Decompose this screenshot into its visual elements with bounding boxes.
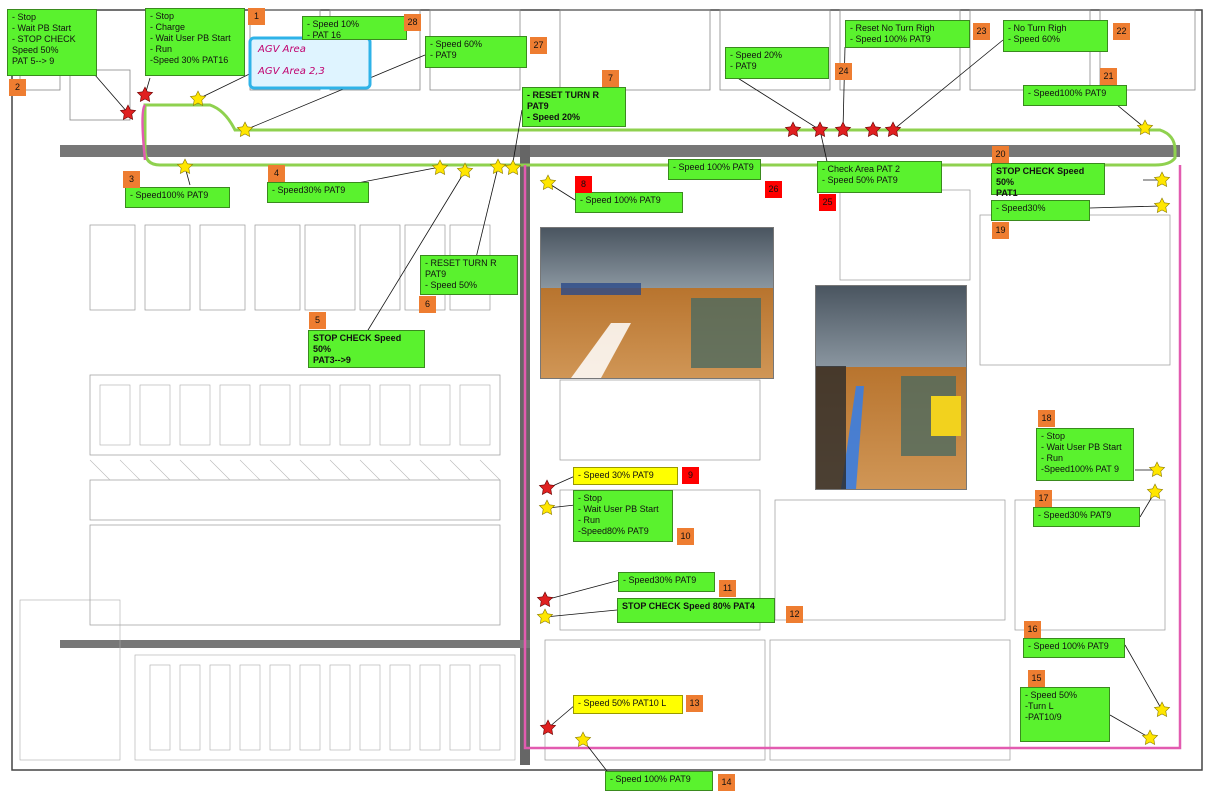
badge-11: 11 <box>719 580 736 597</box>
green-route <box>143 103 1177 167</box>
badge-19: 19 <box>992 222 1009 239</box>
badge-12: 12 <box>786 606 803 623</box>
badge-28: 28 <box>404 14 421 31</box>
label-12: STOP CHECK Speed 80% PAT4 <box>617 598 775 623</box>
label-25: - Check Area PAT 2 - Speed 50% PAT9 <box>817 161 942 193</box>
badge-10: 10 <box>677 528 694 545</box>
badge-20: 20 <box>992 146 1009 163</box>
label-21: - Speed100% PAT9 <box>1023 85 1127 106</box>
label-7: - RESET TURN R PAT9 - Speed 20% <box>522 87 626 127</box>
pink-route <box>523 165 1182 750</box>
badge-24: 24 <box>835 63 852 80</box>
badge-18: 18 <box>1038 410 1055 427</box>
badge-16: 16 <box>1024 621 1041 638</box>
badge-15: 15 <box>1028 670 1045 687</box>
badge-13: 13 <box>686 695 703 712</box>
badge-9: 9 <box>682 467 699 484</box>
canteen-area <box>19 599 516 761</box>
badge-3: 3 <box>123 171 140 188</box>
warehouse-photo-1 <box>540 227 774 379</box>
label-19: - Speed30% <box>991 200 1090 221</box>
badge-26: 26 <box>765 181 782 198</box>
label-15: - Speed 50% -Turn L -PAT10/9 <box>1020 687 1110 742</box>
lower-corridor <box>60 640 530 648</box>
label-26: - Speed 100% PAT9 <box>668 159 761 180</box>
hatched-strip <box>89 459 501 481</box>
label-3: - Speed100% PAT9 <box>125 187 230 208</box>
label-2: - Stop - Wait PB Start - STOP CHECK Spee… <box>7 9 97 76</box>
badge-8: 8 <box>575 176 592 193</box>
badge-4: 4 <box>268 165 285 182</box>
badge-7: 7 <box>602 70 619 87</box>
main-corridor <box>60 145 1180 157</box>
badge-6: 6 <box>419 296 436 313</box>
badge-27: 27 <box>530 37 547 54</box>
badge-21: 21 <box>1100 68 1117 85</box>
label-24: - Speed 20% - PAT9 <box>725 47 829 79</box>
warehouse-photo-2 <box>815 285 967 490</box>
label-17: - Speed30% PAT9 <box>1033 507 1140 527</box>
badge-14: 14 <box>718 774 735 791</box>
label-14: - Speed 100% PAT9 <box>605 771 713 791</box>
agv-area-note-1: AGV Area <box>258 44 306 55</box>
badge-22: 22 <box>1113 23 1130 40</box>
label-16: - Speed 100% PAT9 <box>1023 638 1125 658</box>
label-10: - Stop - Wait User PB Start - Run -Speed… <box>573 490 673 542</box>
label-25-top: - Reset No Turn Righ - Speed 100% PAT9 <box>845 20 970 48</box>
badge-5: 5 <box>309 312 326 329</box>
label-20: STOP CHECK Speed 50% PAT1 <box>991 163 1105 198</box>
label-1: - Stop - Charge - Wait User PB Start - R… <box>145 8 245 76</box>
label-13: - Speed 50% PAT10 L <box>573 695 683 714</box>
label-18: - Stop - Wait User PB Start - Run -Speed… <box>1036 428 1134 481</box>
left-machine-cells <box>99 384 491 446</box>
badge-23: 23 <box>973 23 990 40</box>
badge-1: 1 <box>248 8 265 25</box>
pink-route-left <box>141 104 147 161</box>
label-4: - Speed30% PAT9 <box>267 182 369 203</box>
label-6: - RESET TURN R PAT9 - Speed 50% <box>420 255 518 295</box>
label-8: - Speed 100% PAT9 <box>575 192 683 213</box>
badge-2: 2 <box>9 79 26 96</box>
label-11: - Speed30% PAT9 <box>618 572 715 592</box>
label-27: - Speed 60% - PAT9 <box>425 36 527 68</box>
label-5: STOP CHECK Speed 50% PAT3-->9 <box>308 330 425 368</box>
label-9: - Speed 30% PAT9 <box>573 467 678 485</box>
label-28: - Speed 10% - PAT 16 <box>302 16 407 40</box>
agv-area-note-2: AGV Area 2,3 <box>258 66 325 77</box>
badge-17: 17 <box>1035 490 1052 507</box>
label-23: - No Turn Righ - Speed 60% <box>1003 20 1108 52</box>
badge-25: 25 <box>819 194 836 211</box>
